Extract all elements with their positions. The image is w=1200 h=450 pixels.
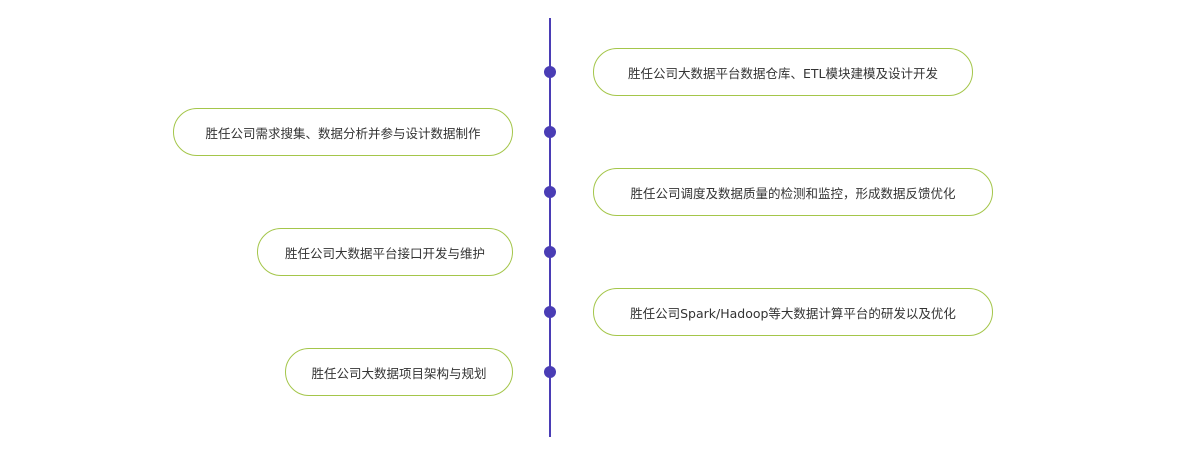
timeline-item-text: 胜任公司大数据项目架构与规划 bbox=[311, 365, 487, 381]
timeline-item-text: 胜任公司大数据平台数据仓库、ETL模块建模及设计开发 bbox=[628, 65, 938, 81]
timeline-item: 胜任公司调度及数据质量的检测和监控，形成数据反馈优化 bbox=[593, 168, 993, 216]
timeline-dot bbox=[544, 66, 556, 78]
timeline-dot bbox=[544, 126, 556, 138]
timeline-axis bbox=[549, 18, 551, 437]
timeline-item: 胜任公司大数据平台数据仓库、ETL模块建模及设计开发 bbox=[593, 48, 973, 96]
timeline-item-text: 胜任公司调度及数据质量的检测和监控，形成数据反馈优化 bbox=[630, 185, 956, 201]
timeline-item: 胜任公司需求搜集、数据分析并参与设计数据制作 bbox=[173, 108, 513, 156]
timeline-item: 胜任公司大数据项目架构与规划 bbox=[285, 348, 513, 396]
timeline-item-text: 胜任公司需求搜集、数据分析并参与设计数据制作 bbox=[205, 125, 481, 141]
timeline-item-text: 胜任公司大数据平台接口开发与维护 bbox=[284, 245, 485, 261]
timeline-item-text: 胜任公司Spark/Hadoop等大数据计算平台的研发以及优化 bbox=[630, 305, 956, 321]
timeline-dot bbox=[544, 186, 556, 198]
timeline-item: 胜任公司大数据平台接口开发与维护 bbox=[257, 228, 513, 276]
timeline-dot bbox=[544, 366, 556, 378]
timeline-item: 胜任公司Spark/Hadoop等大数据计算平台的研发以及优化 bbox=[593, 288, 993, 336]
timeline-dot bbox=[544, 246, 556, 258]
timeline-dot bbox=[544, 306, 556, 318]
